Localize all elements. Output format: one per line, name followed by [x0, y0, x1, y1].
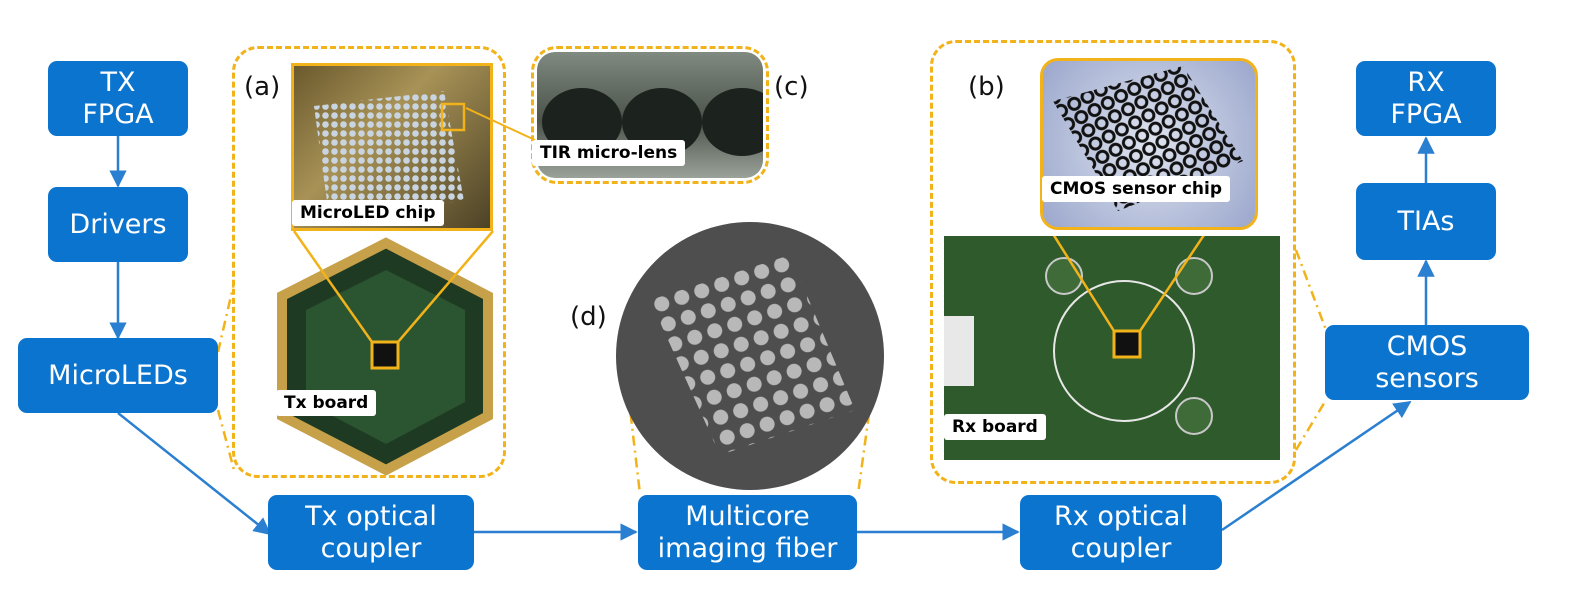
microled-chip-tag: MicroLED chip [292, 200, 444, 226]
drivers-label: Drivers [69, 208, 167, 240]
fiber-box: Multicore imaging fiber [638, 495, 857, 570]
rx-coupler-line2: coupler [1070, 532, 1172, 564]
tx-fpga-box: TX FPGA [48, 61, 188, 136]
arrow-rxcoupler-cmos [1221, 400, 1412, 532]
cmos-sensors-line2: sensors [1375, 362, 1479, 394]
panel-label-c: (c) [774, 72, 809, 102]
panel-a-frame [232, 46, 506, 478]
tx-coupler-line1: Tx optical [305, 500, 437, 532]
drivers-box: Drivers [48, 187, 188, 262]
tx-coupler-line2: coupler [320, 532, 422, 564]
cmos-chip-photo [1040, 58, 1258, 230]
panel-label-b: (b) [968, 72, 1005, 102]
zoom-line-b-top [1294, 249, 1328, 331]
cmos-chip-tag: CMOS sensor chip [1042, 176, 1231, 202]
zoom-line-d-right [856, 391, 874, 495]
microled-array-graphic [314, 91, 466, 216]
rx-board-graphic [944, 236, 1213, 435]
cmos-sensors-box: CMOS sensors [1325, 325, 1529, 400]
tias-box: TIAs [1356, 183, 1496, 260]
rx-board-tag: Rx board [944, 414, 1046, 440]
cmos-sensors-line1: CMOS [1386, 330, 1468, 362]
rx-fpga-box: RX FPGA [1356, 61, 1496, 136]
tx-board-tag: Tx board [276, 390, 377, 416]
cmos-array-graphic [1053, 66, 1243, 211]
zoom-line-d-left [626, 391, 642, 495]
panel-label-a: (a) [244, 72, 281, 102]
zoom-line-a-top [216, 282, 236, 353]
microleds-label: MicroLEDs [48, 359, 188, 391]
zoom-line-b-bottom [1294, 399, 1328, 451]
rx-fpga-line1: RX [1407, 66, 1445, 98]
tir-lens-tag: TIR micro-lens [532, 140, 686, 166]
tias-label: TIAs [1397, 205, 1455, 237]
tir-lens-graphic [542, 88, 763, 156]
rx-fpga-line2: FPGA [1390, 98, 1462, 130]
tx-fpga-line1: TX [100, 66, 136, 98]
zoom-line-a-bottom [216, 409, 236, 471]
panel-label-d: (d) [570, 302, 607, 332]
fiber-line2: imaging fiber [657, 532, 838, 564]
fiber-line1: Multicore [685, 500, 810, 532]
microleds-box: MicroLEDs [18, 338, 218, 413]
rx-coupler-box: Rx optical coupler [1020, 495, 1222, 570]
panel-b-frame [930, 40, 1296, 484]
arrow-microleds-txcoupler [117, 412, 272, 536]
tx-coupler-box: Tx optical coupler [268, 495, 474, 570]
rx-coupler-line1: Rx optical [1054, 500, 1188, 532]
tx-fpga-line2: FPGA [82, 98, 154, 130]
